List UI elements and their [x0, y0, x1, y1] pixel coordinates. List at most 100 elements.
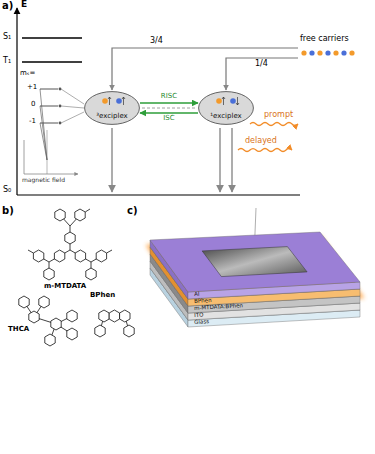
ellipse-outline: [199, 92, 254, 125]
energy-axes: [22, 37, 82, 38]
carrier-branches: [333, 50, 338, 55]
axis-label: magnetic field: [22, 177, 65, 184]
zeeman-splitting: [24, 140, 25, 174]
spin-arrow: [223, 97, 224, 105]
molecule-structure: [120, 310, 130, 322]
molecule-structure: [86, 268, 96, 280]
molecule-structure: [44, 268, 54, 280]
transition-label: ISC: [162, 115, 175, 123]
molecule-structure: [29, 311, 39, 323]
zeeman-splitting: [59, 105, 62, 108]
ellipse-outline: [85, 92, 140, 125]
decay-arrows: [250, 123, 298, 126]
zeeman-splitting: [61, 106, 84, 108]
zeeman-splitting: [24, 174, 78, 175]
fraction-label: 1/4: [255, 60, 268, 69]
molecule-structure: [75, 209, 85, 221]
electrode-pad: [202, 247, 307, 277]
panel-letter: a): [2, 0, 13, 11]
spin-arrow: [222, 97, 225, 99]
zeeman-splitting: [40, 106, 58, 107]
layer-label: Glass: [194, 318, 209, 325]
spin-arrow: [108, 97, 111, 99]
spin-value: -1: [29, 118, 36, 126]
energy-axes: [17, 194, 300, 195]
zeeman-splitting: [40, 123, 47, 160]
panel-letter: c): [127, 205, 138, 216]
zeeman-splitting: [40, 123, 58, 124]
decay-arrows: [112, 108, 298, 192]
molecule-structure: [19, 296, 77, 346]
molecule-structure: [107, 250, 112, 253]
carrier-branches: [309, 50, 314, 55]
zeeman-splitting: [59, 88, 62, 91]
molecule-structure: [19, 296, 29, 308]
device-stack: [150, 208, 360, 327]
molecule-name: m-MTDATA: [44, 283, 86, 291]
layer-label: ITO: [194, 311, 204, 318]
zeeman-splitting: [59, 122, 62, 125]
decay-arrows: [238, 149, 292, 152]
carrier-branches: [112, 48, 298, 90]
carrier-branches: [226, 58, 298, 90]
molecule-structure: [96, 250, 106, 262]
molecule-structure: [109, 310, 119, 322]
carrier-label: free carriers: [300, 35, 349, 44]
molecule-structure: [124, 325, 134, 337]
zeeman-splitting: [61, 89, 84, 104]
spin-label: mₛ=: [20, 70, 35, 78]
level-label: S₁: [3, 33, 11, 42]
level-label: S₀: [3, 186, 11, 195]
exciplex-ellipse: ³exciplex: [84, 91, 140, 125]
carrier-branches: [341, 50, 346, 55]
device-stack: [150, 232, 360, 327]
axis-label: E: [21, 0, 27, 10]
molecule-structure: [65, 232, 75, 244]
decay-arrows: [219, 128, 221, 192]
emission-label: prompt: [264, 111, 293, 120]
spin-value: +1: [27, 84, 37, 92]
charge-dot: [102, 98, 108, 104]
spin-arrow: [122, 97, 125, 99]
molecule-structure: [95, 310, 134, 337]
charge-dot: [216, 98, 222, 104]
spin-arrow: [109, 97, 110, 105]
charge-dot: [230, 98, 236, 104]
carrier-branches: [112, 48, 355, 90]
molecule-structure: [45, 334, 55, 346]
molecule-name: BPhen: [90, 292, 115, 300]
energy-axes: [17, 8, 300, 195]
decay-arrows: [231, 128, 233, 192]
zeeman-splitting: [47, 130, 48, 174]
energy-axes: [16, 8, 17, 195]
transition-arrow: [140, 102, 198, 103]
fraction-label: 3/4: [150, 37, 163, 46]
transition-arrow: [140, 112, 198, 113]
layer-label: BPhen: [194, 297, 212, 304]
transition-label: RISC: [160, 93, 178, 101]
molecule-structure: [33, 250, 43, 262]
molecule-structure: [67, 328, 77, 340]
layer-label: Al: [194, 291, 200, 297]
panel-letter: b): [2, 205, 14, 216]
molecule-structure: [95, 325, 105, 337]
zeeman-splitting: [40, 89, 58, 90]
molecule-structure: [39, 296, 49, 308]
carrier-branches: [325, 50, 330, 55]
emission-label: delayed: [245, 137, 277, 146]
spin-arrow: [123, 97, 124, 105]
zeeman-splitting: [24, 88, 84, 174]
molecule-structure: [75, 250, 85, 262]
molecule-name: THCA: [8, 326, 29, 334]
energy-axes: [22, 61, 82, 62]
state-name: ³exciplex: [96, 113, 128, 125]
molecule-structure: [99, 310, 109, 322]
molecule-structure: [28, 209, 112, 280]
exciplex-ellipse: ¹exciplex: [198, 91, 254, 125]
zeeman-splitting: [61, 112, 84, 123]
decay-arrows: [142, 108, 196, 109]
zeeman-splitting: [40, 106, 47, 160]
molecule-structure: [28, 250, 33, 253]
level-label: T₁: [3, 57, 11, 66]
